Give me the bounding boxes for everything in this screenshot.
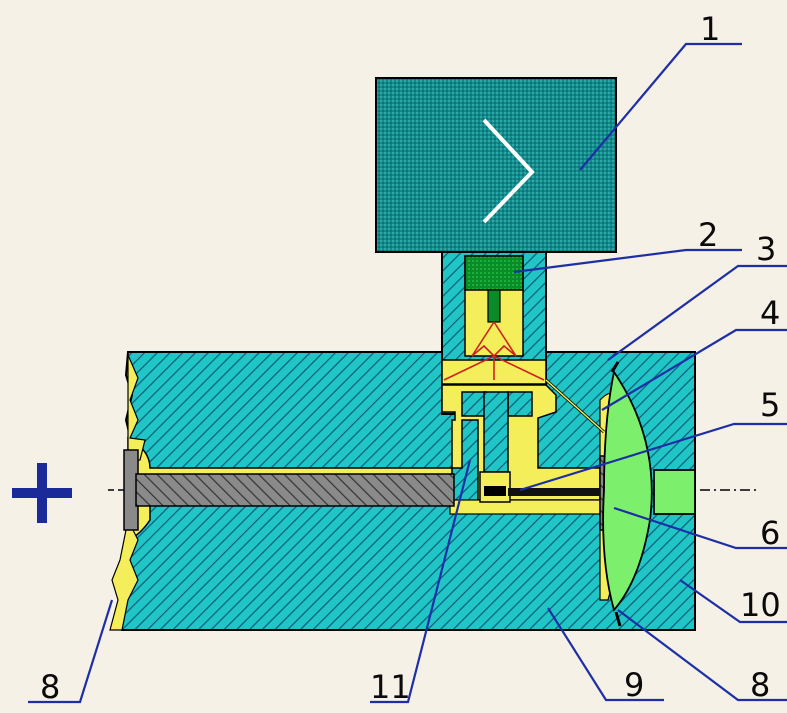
plus-sign-icon [12,463,72,523]
plunger [443,255,545,381]
callout-6: 6 [760,514,780,552]
seat-block [461,391,533,503]
callout-11: 11 [370,668,411,706]
callout-2: 2 [698,216,718,254]
callout-8-right: 8 [750,666,770,704]
actuator-box [375,77,617,253]
callout-8-left: 8 [40,668,60,706]
callout-5: 5 [760,386,780,424]
callout-labels: 1 2 3 4 5 6 8 8 9 10 11 [40,10,781,706]
callout-3: 3 [756,230,776,268]
diaphragm [602,361,696,627]
callout-4: 4 [760,294,780,332]
callout-10: 10 [740,586,781,624]
callout-1: 1 [700,10,720,48]
callout-9: 9 [624,666,644,704]
leader-lines [28,42,787,704]
